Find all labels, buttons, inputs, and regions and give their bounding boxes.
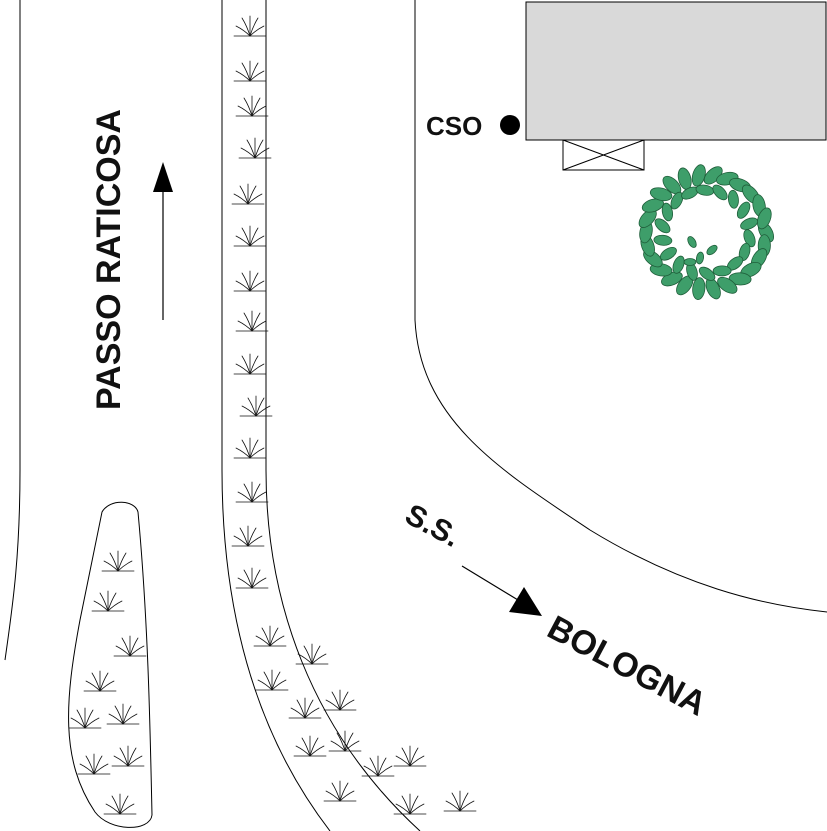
leaf-shape xyxy=(727,189,739,209)
leaf-shape xyxy=(695,251,705,265)
grass-tuft-icon xyxy=(361,755,395,777)
leaf-shape xyxy=(736,201,751,219)
grass-tuft-icon xyxy=(328,730,362,752)
grass-tuft-icon xyxy=(323,780,357,802)
leaf-shape xyxy=(683,258,697,266)
station-label: CSO xyxy=(426,111,482,141)
leaf-shape xyxy=(653,234,673,246)
leaf-shape xyxy=(672,255,685,274)
grass-tuft-icon xyxy=(255,669,289,691)
building xyxy=(525,1,827,141)
traffic-island xyxy=(68,501,153,828)
grass-tuft-icon xyxy=(393,745,427,767)
median-edge-west xyxy=(221,0,331,831)
leaf-shape xyxy=(692,277,706,300)
leaf-shape xyxy=(641,198,664,213)
road-edge-east xyxy=(414,0,827,613)
leaf-shape xyxy=(712,184,728,201)
grass-tuft-icon xyxy=(235,310,269,332)
leaf-shape xyxy=(691,164,706,187)
tree-icon xyxy=(638,164,775,300)
grass-tuft-icon xyxy=(101,550,135,572)
grass-tuft-icon xyxy=(106,703,140,725)
grass-tuft-icon xyxy=(293,735,327,757)
grass-tuft-icon xyxy=(233,15,267,37)
leaf-shape xyxy=(654,218,671,234)
leaf-shape xyxy=(659,246,677,261)
grass-tuft-icon xyxy=(235,95,269,117)
grass-tuft-icon xyxy=(288,697,322,719)
arrow-up-icon xyxy=(153,162,173,320)
grass-tuft-icon xyxy=(83,670,117,692)
grass-tuft-icon xyxy=(113,635,147,657)
crossed-box-icon xyxy=(562,139,645,171)
grass-tuft-icon xyxy=(103,793,137,815)
leaf-shape xyxy=(695,184,715,196)
grass-tuft-icon xyxy=(253,625,287,647)
grass-tuft-icon xyxy=(443,790,477,812)
leaf-shape xyxy=(649,187,673,202)
grass-tuft-icon xyxy=(235,567,269,589)
leaf-shape xyxy=(670,191,684,210)
grass-tuft-icon xyxy=(233,437,267,459)
road-label-ss: S.S. xyxy=(400,498,466,554)
road-label-bologna: BOLOGNA xyxy=(541,609,712,724)
leaf-shape xyxy=(661,202,674,222)
grass-tuft-icon xyxy=(295,643,329,665)
grass-tuft-icon xyxy=(239,395,273,417)
grass-tuft-icon xyxy=(235,481,269,503)
grass-tuft-icon xyxy=(68,707,102,729)
arrow-down-right-icon xyxy=(461,565,542,616)
grass-tuft-icon xyxy=(233,353,267,375)
leaf-shape xyxy=(728,272,752,286)
median-edge-east xyxy=(265,0,421,831)
grass-tuft-icon xyxy=(238,137,272,159)
grass-tuft-icon xyxy=(231,183,265,205)
grass-tuft-icon xyxy=(77,753,111,775)
leaf-shape xyxy=(698,266,716,281)
grass-tuft-icon xyxy=(231,525,265,547)
grass-tuft-icon xyxy=(323,689,357,711)
grass-tuft-icon xyxy=(91,590,125,612)
leaf-shape xyxy=(717,276,738,294)
road-label-passo-raticosa: PASSO RATICOSA xyxy=(90,109,128,410)
leaf-shape xyxy=(740,217,759,230)
leaf-shape xyxy=(706,244,718,256)
grass-tuft-icon xyxy=(393,793,427,815)
grass-tuft-icon xyxy=(233,60,267,82)
filled-circle-icon xyxy=(500,115,520,135)
grass-tuft-icon xyxy=(233,225,267,247)
road-edge-west xyxy=(4,0,21,661)
leaf-shape xyxy=(756,207,772,230)
grass-tufts xyxy=(68,15,477,815)
grass-tuft-icon xyxy=(111,745,145,767)
grass-tuft-icon xyxy=(233,270,267,292)
leaf-shape xyxy=(712,265,732,277)
leaf-shape xyxy=(687,236,697,248)
